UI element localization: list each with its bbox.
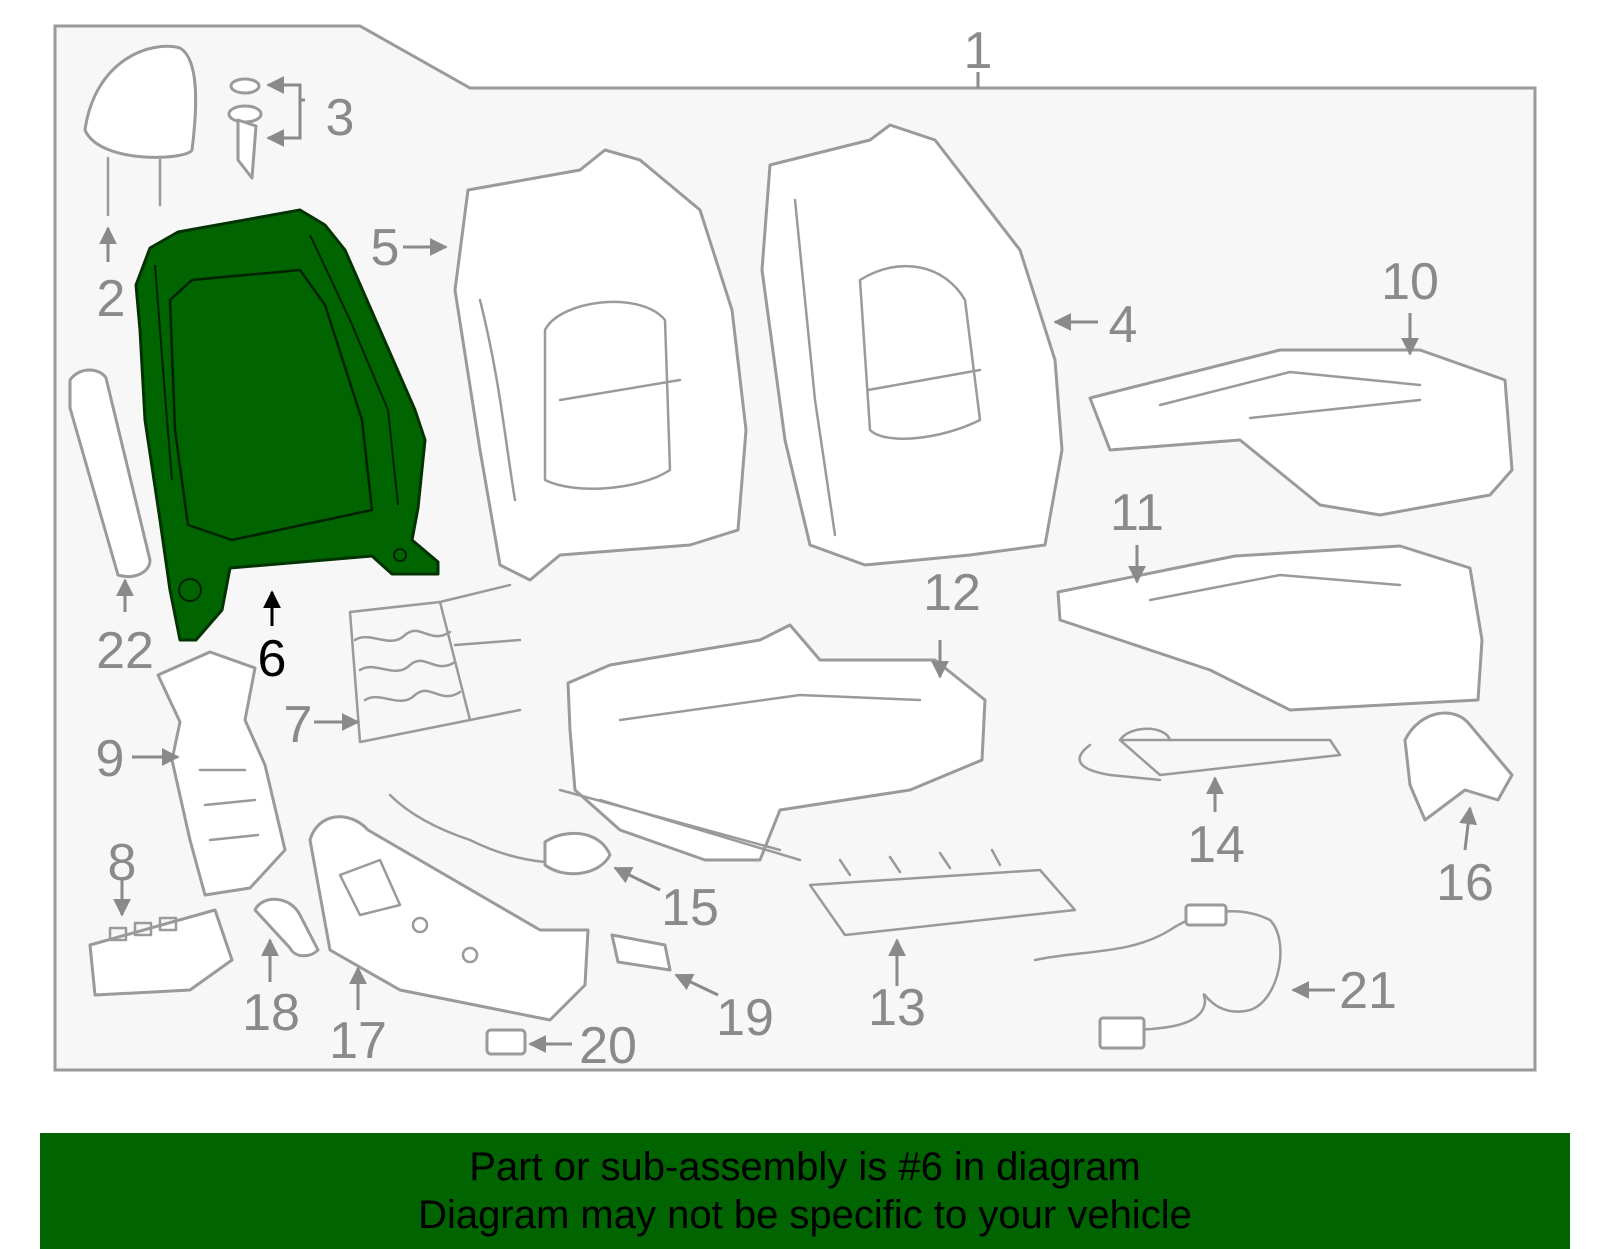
headrest-guide-part[interactable] bbox=[227, 77, 263, 180]
callout-21: 21 bbox=[1339, 962, 1397, 1020]
seat-cushion-pad-part[interactable] bbox=[1056, 544, 1484, 712]
callout-16: 16 bbox=[1436, 854, 1494, 912]
heater-mat-part[interactable] bbox=[808, 848, 1077, 937]
callout-8: 8 bbox=[108, 834, 137, 892]
callout-20: 20 bbox=[579, 1017, 637, 1075]
sensor-mat-part[interactable] bbox=[1078, 727, 1342, 782]
seatback-pad-part[interactable] bbox=[453, 148, 748, 582]
side-shield-part[interactable] bbox=[308, 815, 590, 1022]
callout-10: 10 bbox=[1381, 253, 1439, 311]
callout-12: 12 bbox=[923, 564, 981, 622]
callout-19: 19 bbox=[716, 989, 774, 1047]
seat-cushion-cover-part[interactable] bbox=[1088, 348, 1514, 517]
side-panel-part[interactable] bbox=[68, 368, 152, 578]
seat-parts-diagram: 1 2 3 4 5 6 7 8 9 10 11 12 13 14 15 16 1… bbox=[53, 22, 1537, 1075]
callout-1: 1 bbox=[964, 22, 993, 80]
lumbar-switch-part[interactable] bbox=[88, 908, 234, 997]
callout-2: 2 bbox=[97, 270, 126, 328]
wiring-harness-part[interactable] bbox=[1033, 903, 1282, 1050]
callout-11: 11 bbox=[1110, 484, 1164, 542]
button-cap-part[interactable] bbox=[485, 1028, 527, 1056]
callout-3: 3 bbox=[326, 89, 355, 147]
callout-13: 13 bbox=[868, 979, 926, 1037]
knob-part[interactable] bbox=[253, 897, 320, 958]
info-banner: Part or sub-assembly is #6 in diagram Di… bbox=[40, 1133, 1570, 1249]
callout-17: 17 bbox=[329, 1012, 387, 1070]
seat-spring-part[interactable] bbox=[348, 583, 522, 744]
headrest-part[interactable] bbox=[83, 44, 198, 217]
switch-part[interactable] bbox=[610, 933, 672, 972]
callout-7: 7 bbox=[284, 696, 313, 754]
callout-9: 9 bbox=[96, 730, 125, 788]
callout-15: 15 bbox=[661, 879, 719, 937]
callout-14: 14 bbox=[1187, 816, 1245, 874]
callout-6: 6 bbox=[258, 630, 287, 688]
assembly-boundary bbox=[53, 24, 1537, 1072]
seatback-frame-part-6[interactable] bbox=[134, 208, 440, 642]
cable-part[interactable] bbox=[388, 793, 612, 876]
banner-line-disclaimer: Diagram may not be specific to your vehi… bbox=[418, 1193, 1192, 1237]
banner-line-part-number: Part or sub-assembly is #6 in diagram bbox=[469, 1145, 1141, 1189]
callout-4: 4 bbox=[1109, 296, 1138, 354]
seat-adjuster-part[interactable] bbox=[558, 623, 987, 862]
callout-22: 22 bbox=[96, 622, 154, 680]
seatback-cover-part[interactable] bbox=[760, 123, 1064, 567]
callout-18: 18 bbox=[242, 984, 300, 1042]
callout-5: 5 bbox=[371, 219, 400, 277]
trim-cover-part[interactable] bbox=[1403, 711, 1514, 822]
